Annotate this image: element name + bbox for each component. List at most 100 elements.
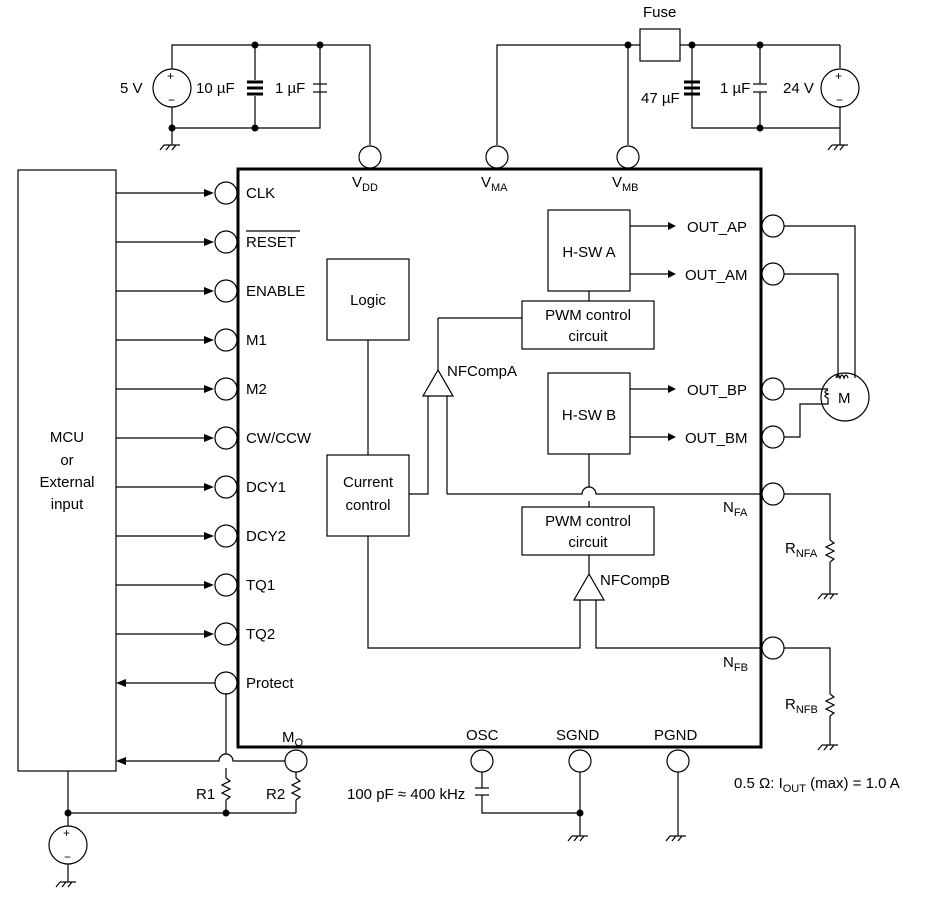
logic-label: Logic	[350, 292, 386, 309]
pin-label-cw-ccw: CW/CCW	[246, 430, 312, 447]
vdd-supply-network: + − 5 V 10 µF 1 µF	[120, 41, 371, 151]
signal-arrow-reset	[204, 238, 214, 246]
pin-tq2	[214, 622, 238, 646]
pin-protect	[214, 671, 238, 695]
pwm-b-label-1: PWM control	[545, 513, 631, 530]
pin-label-protect: Protect	[246, 675, 294, 692]
cap-47uf-label: 47 µF	[641, 90, 680, 107]
signal-arrow-protect	[116, 679, 126, 687]
pin-nfa	[761, 482, 785, 506]
nfa-label: NFA	[723, 499, 748, 519]
signal-arrow-dcy2	[204, 532, 214, 540]
pwm-a-label-1: PWM control	[545, 307, 631, 324]
pin-tq1	[214, 573, 238, 597]
pin-label-tq2: TQ2	[246, 626, 275, 643]
current-control-block	[326, 454, 410, 537]
pin-vma	[485, 145, 509, 169]
signal-arrow-cw-ccw	[204, 434, 214, 442]
nfcomp-b-label: NFCompB	[600, 572, 670, 589]
hsw-a-label: H-SW A	[562, 244, 615, 261]
minus-sign: −	[168, 93, 175, 107]
cap-1uf-vm-label: 1 µF	[720, 80, 750, 97]
svg-text:+: +	[835, 69, 842, 83]
mcu-label-line1: MCU	[50, 429, 84, 446]
signal-arrow-m2	[204, 385, 214, 393]
pin-dcy2	[214, 524, 238, 548]
pin-m2	[214, 377, 238, 401]
svg-text:−: −	[836, 93, 843, 107]
current-note: 0.5 Ω: IOUT (max) = 1.0 A	[734, 775, 900, 795]
current-control-label-1: Current	[343, 474, 394, 491]
pin-vma-label: VMA	[481, 174, 508, 194]
pin-label-m1: M1	[246, 332, 267, 349]
hsw-b-block	[547, 372, 631, 455]
pin-label-reset: RESET	[246, 234, 296, 251]
pwm-control-a-block	[521, 300, 655, 350]
pin-pgnd-label: PGND	[654, 727, 698, 744]
fuse-symbol	[639, 28, 681, 62]
out-am-label: OUT_AM	[685, 267, 748, 284]
pin-dcy1	[214, 475, 238, 499]
pin-out-bp	[761, 377, 785, 401]
plus-sign: +	[167, 69, 174, 83]
left-pin-column: CLKRESETENABLEM1M2CW/CCWDCY1DCY2TQ1TQ2Pr…	[116, 181, 312, 695]
pin-nfb	[761, 636, 785, 660]
pin-label-enable: ENABLE	[246, 283, 305, 300]
nfcomp-a-label: NFCompA	[447, 363, 517, 380]
coil-b-icon	[824, 389, 830, 399]
hsw-b-label: H-SW B	[562, 407, 616, 424]
mcu-label-line2: or	[60, 452, 73, 469]
pin-m1	[214, 328, 238, 352]
mcu-label-line4: input	[51, 496, 84, 513]
out-bp-label: OUT_BP	[687, 382, 747, 399]
pin-clk	[214, 181, 238, 205]
ic-package	[236, 167, 763, 749]
out-ap-label: OUT_AP	[687, 219, 747, 236]
nfcomp-b-comparator	[572, 572, 606, 601]
signal-arrow-tq1	[204, 581, 214, 589]
pin-out-am	[761, 262, 785, 286]
svg-text:−: −	[64, 850, 71, 864]
pin-mo-label: MO	[282, 729, 304, 749]
pin-vmb-label: VMB	[612, 174, 639, 194]
pin-sgnd-label: SGND	[556, 727, 600, 744]
pin-osc	[470, 749, 494, 773]
pin-mo	[284, 749, 308, 773]
motor-label: M	[838, 390, 851, 407]
pwm-control-b-block	[521, 506, 655, 556]
pin-pgnd	[666, 749, 690, 773]
fuse-label: Fuse	[643, 4, 676, 21]
nfb-label: NFB	[723, 654, 748, 674]
cap-10uf-label: 10 µF	[196, 80, 235, 97]
pin-label-m2: M2	[246, 381, 267, 398]
nfcomp-a-comparator	[421, 368, 455, 397]
signal-arrow-clk	[204, 189, 214, 197]
pin-vmb	[616, 145, 640, 169]
signal-arrow-enable	[204, 287, 214, 295]
supply-24v-label: 24 V	[783, 80, 814, 97]
pin-label-dcy1: DCY1	[246, 479, 286, 496]
pwm-a-label-2: circuit	[568, 328, 608, 345]
pin-vdd-label: VDD	[352, 174, 378, 194]
svg-text:+: +	[63, 826, 70, 840]
signal-arrow-tq2	[204, 630, 214, 638]
mcu-block	[17, 169, 117, 772]
hsw-a-block	[547, 209, 631, 292]
pin-vdd	[358, 145, 382, 169]
rnfa-label: RNFA	[785, 540, 818, 560]
signal-arrow-m1	[204, 336, 214, 344]
cap-1uf-vdd-label: 1 µF	[275, 80, 305, 97]
pin-reset	[214, 230, 238, 254]
supply-5v-label: 5 V	[120, 80, 143, 97]
pin-out-ap	[761, 214, 785, 238]
pin-label-dcy2: DCY2	[246, 528, 286, 545]
pin-cw-ccw	[214, 426, 238, 450]
vm-supply-network: Fuse + − 24 V 47 µF 1 µF	[496, 4, 860, 151]
pin-sgnd	[568, 749, 592, 773]
current-control-label-2: control	[345, 497, 390, 514]
pin-enable	[214, 279, 238, 303]
out-bm-label: OUT_BM	[685, 430, 748, 447]
r2-label: R2	[266, 786, 285, 803]
stepper-motor-symbol	[820, 372, 870, 422]
